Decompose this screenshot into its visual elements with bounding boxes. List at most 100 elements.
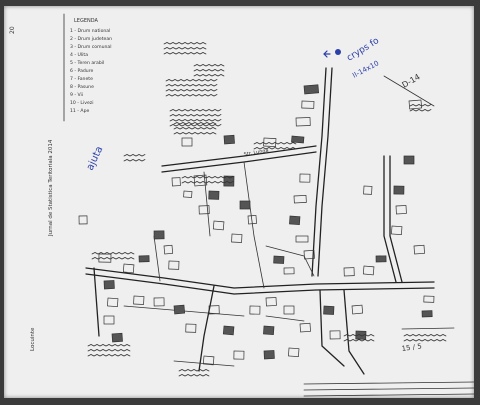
building-parcel: [202, 355, 215, 366]
legend-item: 6 - Padure: [70, 68, 93, 74]
legend-item: 11 - Ape: [70, 108, 89, 114]
building-parcel: [185, 323, 197, 333]
building-parcel: [413, 244, 425, 255]
building-parcel: [301, 100, 315, 109]
blue-marker-dot: [335, 49, 341, 55]
handwriting-squiggle: [163, 52, 207, 55]
handwriting-squiggle: [193, 64, 225, 67]
bottom-right-label: 15 / 5: [401, 342, 422, 353]
map-sheet: Jurnal de Statistica Teritoriala 2014 Lo…: [4, 6, 474, 398]
handwriting-squiggle: [173, 132, 217, 135]
building-parcel: [273, 255, 285, 264]
legend-item: 7 - Fanete: [70, 76, 93, 82]
handwriting-squiggle: [163, 47, 207, 50]
handwriting-squiggle: [169, 124, 222, 127]
handwriting-squiggle: [91, 257, 135, 260]
building-parcel: [107, 297, 119, 308]
handwriting-squiggle: [123, 159, 146, 162]
handwriting-squiggle: [169, 114, 222, 117]
hand-drawn-street-map: Jurnal de Statistica Teritoriala 2014 Lo…: [9, 13, 474, 397]
handwriting-squiggle: [165, 94, 218, 97]
handwriting-squiggle: [253, 142, 297, 145]
legend-item: 3 - Drum comunal: [70, 44, 112, 50]
margin-corner-mark: 20: [9, 26, 16, 34]
building-parcel: [111, 332, 123, 343]
roads: [85, 67, 455, 375]
building-parcel: [303, 249, 315, 260]
building-parcel: [375, 255, 387, 263]
handwriting-squiggle: [173, 127, 217, 130]
legend-title: LEGENDA: [74, 18, 98, 24]
building-parcel: [208, 305, 220, 315]
building-parcel: [212, 220, 225, 231]
building-parcel: [391, 225, 403, 236]
building-parcel: [78, 215, 88, 225]
handwriting-squiggle: [169, 109, 222, 112]
building-parcel: [421, 310, 433, 318]
handwriting-squiggle: [403, 339, 447, 342]
building-parcel: [233, 350, 245, 360]
blue-note-number: II-14x10: [351, 59, 380, 80]
handwriting-squiggle: [343, 339, 375, 342]
handwriting-squiggle: [123, 154, 146, 157]
building-parcel: [395, 205, 407, 215]
building-parcel: [171, 177, 181, 187]
building-parcel: [323, 305, 335, 315]
building-parcel: [223, 134, 235, 145]
handwriting-squiggle: [169, 119, 222, 122]
handwriting-squiggle: [193, 69, 225, 72]
legend-item: 1 - Drum national: [70, 28, 110, 34]
building-parcel: [289, 215, 301, 226]
legend-item: 10 - Livezi: [70, 100, 94, 106]
handwriting-squiggle: [409, 104, 432, 107]
building-parcel: [295, 117, 311, 127]
building-parcel: [168, 260, 180, 270]
building-parcel: [163, 244, 174, 255]
handwriting-squiggle: [253, 147, 297, 150]
handwriting-squiggle: [165, 89, 218, 92]
building-parcel: [249, 305, 261, 315]
handwritten-annotations: [87, 42, 447, 377]
building-parcel: [138, 255, 150, 263]
building-parcel: [423, 295, 435, 303]
building-parcel: [222, 325, 235, 336]
handwriting-squiggle: [193, 74, 225, 77]
building-parcel: [122, 263, 135, 274]
handwriting-squiggle: [409, 109, 432, 112]
handwriting-squiggle: [163, 42, 207, 45]
handwriting-squiggle: [165, 79, 218, 82]
building-parcel: [181, 137, 193, 147]
building-parcel: [283, 267, 295, 275]
handwriting-squiggle: [87, 344, 131, 347]
handwriting-squiggle: [91, 252, 135, 255]
handwriting-squiggle: [403, 334, 447, 337]
margin-note-vertical: Jurnal de Statistica Teritoriala 2014: [48, 139, 54, 237]
handwriting-squiggle: [87, 354, 131, 357]
handwriting-squiggle: [87, 349, 131, 352]
building-parcel: [183, 190, 193, 198]
road-label-center: Str. Lungă: [243, 148, 269, 158]
building-parcel: [291, 135, 305, 144]
building-parcel: [329, 330, 341, 340]
handwriting-squiggle: [165, 84, 218, 87]
building-parcel: [153, 297, 165, 307]
building-parcel: [265, 297, 277, 307]
building-parcels: [78, 84, 435, 366]
bottom-lined-margin: [303, 381, 474, 397]
handwriting-squiggle: [181, 176, 234, 179]
building-parcel: [393, 185, 405, 195]
building-parcel: [351, 304, 364, 315]
building-parcel: [283, 305, 295, 315]
building-parcel: [263, 137, 277, 147]
building-parcel: [293, 195, 307, 204]
building-parcel: [363, 185, 373, 195]
handwriting-squiggle: [173, 122, 217, 125]
building-parcel: [362, 265, 375, 276]
legend-item: 4 - Ulita: [70, 52, 88, 58]
handwriting-squiggle: [178, 374, 210, 377]
building-parcel: [193, 174, 208, 187]
building-parcel: [103, 315, 115, 325]
building-parcel: [231, 233, 243, 243]
